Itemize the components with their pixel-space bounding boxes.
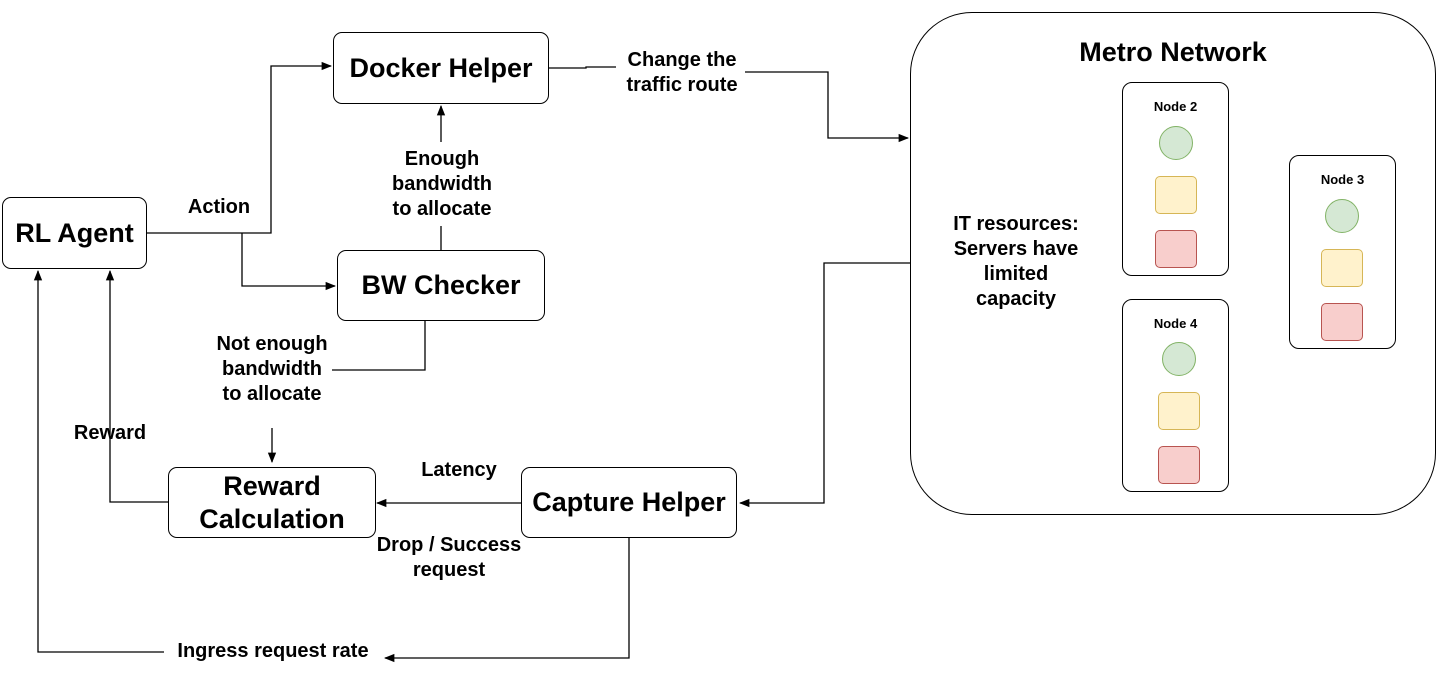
- not-enough-bw-line-1: Not enough: [216, 333, 328, 355]
- red-resource-icon: [1158, 446, 1200, 484]
- node-4-title: Node 4: [1153, 316, 1198, 331]
- enough-bw-line-3: to allocate: [392, 198, 492, 220]
- yellow-resource-icon: [1158, 392, 1200, 430]
- bw-checker-block[interactable]: BW Checker: [337, 250, 545, 321]
- edge-ingress-to-agent: [33, 269, 166, 653]
- node-2-title: Node 2: [1153, 99, 1198, 114]
- edge-docker-to-metro: [549, 66, 616, 69]
- node-3-title: Node 3: [1320, 172, 1365, 187]
- enough-bw-line-1: Enough: [404, 148, 480, 170]
- edge-action-to-bwchecker: [241, 233, 337, 291]
- change-route-line-1: Change the: [627, 49, 737, 71]
- capture-helper-label: Capture Helper: [532, 487, 726, 517]
- action-label: Action: [187, 196, 251, 218]
- node-4[interactable]: Node 4: [1122, 299, 1229, 492]
- rl-agent-label: RL Agent: [15, 217, 134, 248]
- latency-label: Latency: [421, 459, 497, 481]
- capture-helper-block[interactable]: Capture Helper: [521, 467, 737, 538]
- green-resource-icon: [1325, 199, 1359, 233]
- drop-success-label: Drop / Success request: [364, 533, 534, 583]
- reward-label: Reward: [73, 422, 147, 444]
- yellow-resource-icon: [1155, 176, 1197, 214]
- node-3[interactable]: Node 3: [1289, 155, 1396, 349]
- enough-bandwidth-label: Enough bandwidth to allocate: [372, 147, 512, 222]
- not-enough-bw-line-2: bandwidth: [222, 358, 322, 380]
- reward-calc-label-1: Reward: [223, 470, 321, 501]
- drop-success-line-2: request: [412, 559, 486, 581]
- node-2[interactable]: Node 2: [1122, 82, 1229, 276]
- it-resources-line-1: IT resources:: [953, 213, 1079, 235]
- change-route-label: Change the traffic route: [608, 48, 756, 98]
- reward-calculation-block[interactable]: Reward Calculation: [168, 467, 376, 538]
- edge-bw-not-enough: [332, 321, 426, 371]
- red-resource-icon: [1321, 303, 1363, 341]
- it-resources-line-3: limited: [983, 263, 1049, 285]
- edge-action-to-docker: [147, 61, 333, 234]
- it-resources-label: IT resources: Servers have limited capac…: [938, 212, 1094, 312]
- rl-agent-block[interactable]: RL Agent: [2, 197, 147, 269]
- edge-metro-to-capture: [738, 262, 910, 508]
- metro-network-title: Metro Network: [1079, 37, 1267, 67]
- docker-helper-label: Docker Helper: [349, 52, 533, 83]
- edge-reward-to-agent: [105, 269, 168, 503]
- enough-bw-line-2: bandwidth: [392, 173, 492, 195]
- drop-success-line-1: Drop / Success: [376, 534, 522, 556]
- ingress-rate-label: Ingress request rate: [164, 639, 382, 664]
- it-resources-line-2: Servers have: [953, 238, 1079, 260]
- reward-calc-label-2: Calculation: [199, 503, 345, 534]
- not-enough-bw-line-3: to allocate: [222, 383, 322, 405]
- not-enough-bandwidth-label: Not enough bandwidth to allocate: [200, 332, 344, 407]
- docker-helper-block[interactable]: Docker Helper: [333, 32, 549, 104]
- it-resources-line-4: capacity: [975, 288, 1057, 310]
- green-resource-icon: [1162, 342, 1196, 376]
- edge-capture-ingress: [383, 538, 630, 663]
- bw-checker-label: BW Checker: [361, 270, 521, 300]
- change-route-line-2: traffic route: [626, 74, 738, 96]
- green-resource-icon: [1159, 126, 1193, 160]
- yellow-resource-icon: [1321, 249, 1363, 287]
- red-resource-icon: [1155, 230, 1197, 268]
